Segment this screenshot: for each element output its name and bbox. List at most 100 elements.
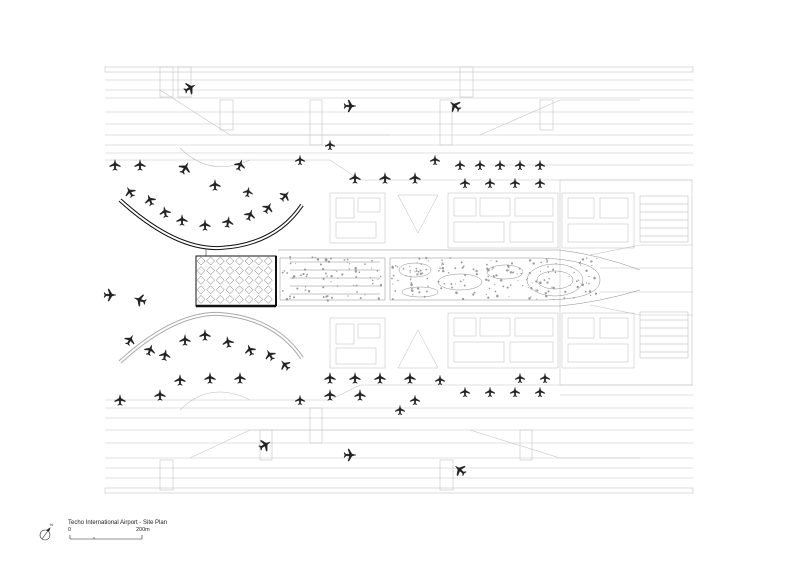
tree — [536, 289, 539, 292]
tree — [535, 280, 538, 283]
aircraft-icon — [109, 159, 121, 171]
tree — [330, 296, 333, 299]
tree — [321, 267, 325, 271]
tree — [463, 265, 465, 267]
tree — [536, 298, 538, 300]
aircraft-icon — [179, 334, 191, 346]
tree — [593, 276, 596, 280]
tree — [455, 291, 458, 295]
tree — [495, 260, 498, 263]
tree — [573, 271, 575, 274]
tree — [454, 283, 457, 285]
tree — [539, 281, 542, 284]
aircraft-icon — [354, 389, 366, 401]
tree — [528, 297, 531, 300]
aircraft-icon — [349, 372, 361, 384]
tree — [454, 267, 457, 270]
roof-module — [235, 266, 244, 275]
tree — [548, 278, 550, 280]
tree — [354, 270, 358, 273]
tree — [491, 266, 494, 269]
tree — [516, 273, 518, 275]
tree — [292, 296, 296, 299]
tree — [364, 294, 366, 296]
roof-module — [244, 285, 254, 295]
aircraft-icon — [515, 160, 525, 171]
tree — [464, 273, 467, 277]
roof-module — [254, 275, 263, 285]
tree — [346, 258, 349, 261]
scale-start-label: 0 — [68, 527, 72, 533]
tree — [546, 259, 549, 262]
aircraft-icon — [510, 387, 520, 398]
tree — [371, 259, 373, 262]
tree — [394, 290, 396, 292]
aircraft-icon — [183, 83, 196, 95]
tree — [409, 279, 412, 281]
tree — [376, 270, 379, 272]
aircraft-icon — [154, 389, 166, 401]
south-pier — [118, 311, 304, 411]
tree — [439, 267, 441, 270]
roof-module — [263, 295, 273, 304]
tree — [505, 269, 509, 272]
aircraft-icon — [349, 172, 361, 184]
tree — [364, 263, 366, 265]
tree — [410, 283, 413, 286]
tree — [324, 258, 328, 261]
tree — [288, 295, 291, 298]
roof-module — [206, 266, 215, 275]
tree — [305, 275, 308, 278]
tree — [419, 272, 423, 276]
tree — [423, 295, 426, 298]
tree — [427, 285, 429, 288]
tree — [576, 285, 579, 289]
roof-module — [254, 295, 263, 304]
tree — [425, 256, 428, 260]
tree — [356, 291, 358, 293]
tree — [575, 280, 578, 283]
tree — [405, 275, 407, 277]
tree — [371, 282, 374, 285]
tree — [426, 277, 429, 280]
tree — [585, 269, 588, 273]
tree — [391, 277, 393, 280]
tree — [411, 287, 413, 290]
tree — [311, 256, 314, 259]
roof-module — [206, 285, 215, 295]
roof-module — [225, 295, 235, 304]
tree — [485, 278, 488, 281]
tree — [425, 290, 428, 293]
tree — [334, 269, 336, 272]
tree — [547, 271, 550, 274]
aircraft-icon — [495, 160, 505, 171]
north-pier — [118, 147, 304, 251]
tree — [588, 290, 592, 293]
tree — [499, 278, 503, 282]
tree — [554, 271, 557, 274]
aircraft-icon — [244, 209, 255, 222]
tree — [286, 272, 289, 274]
scale-bar — [69, 535, 143, 540]
aircraft-icon — [209, 179, 221, 191]
tree — [414, 271, 416, 273]
north-arrow-icon: N — [39, 522, 53, 541]
tree — [585, 282, 588, 284]
roof-module — [215, 256, 225, 266]
tree — [545, 258, 548, 260]
tree — [585, 290, 587, 293]
roof-module — [235, 256, 244, 266]
tree — [392, 274, 395, 277]
aircraft-icon — [242, 187, 253, 198]
tree — [594, 292, 598, 295]
aircraft-icon — [279, 191, 289, 202]
tree — [502, 285, 505, 288]
roof-module — [254, 285, 263, 295]
aircraft-icon — [485, 387, 495, 398]
roof-module — [235, 285, 244, 295]
aircraft-icon — [265, 350, 276, 362]
tree — [369, 277, 372, 279]
tree — [588, 275, 590, 278]
tree — [525, 279, 528, 281]
tree — [547, 266, 549, 268]
